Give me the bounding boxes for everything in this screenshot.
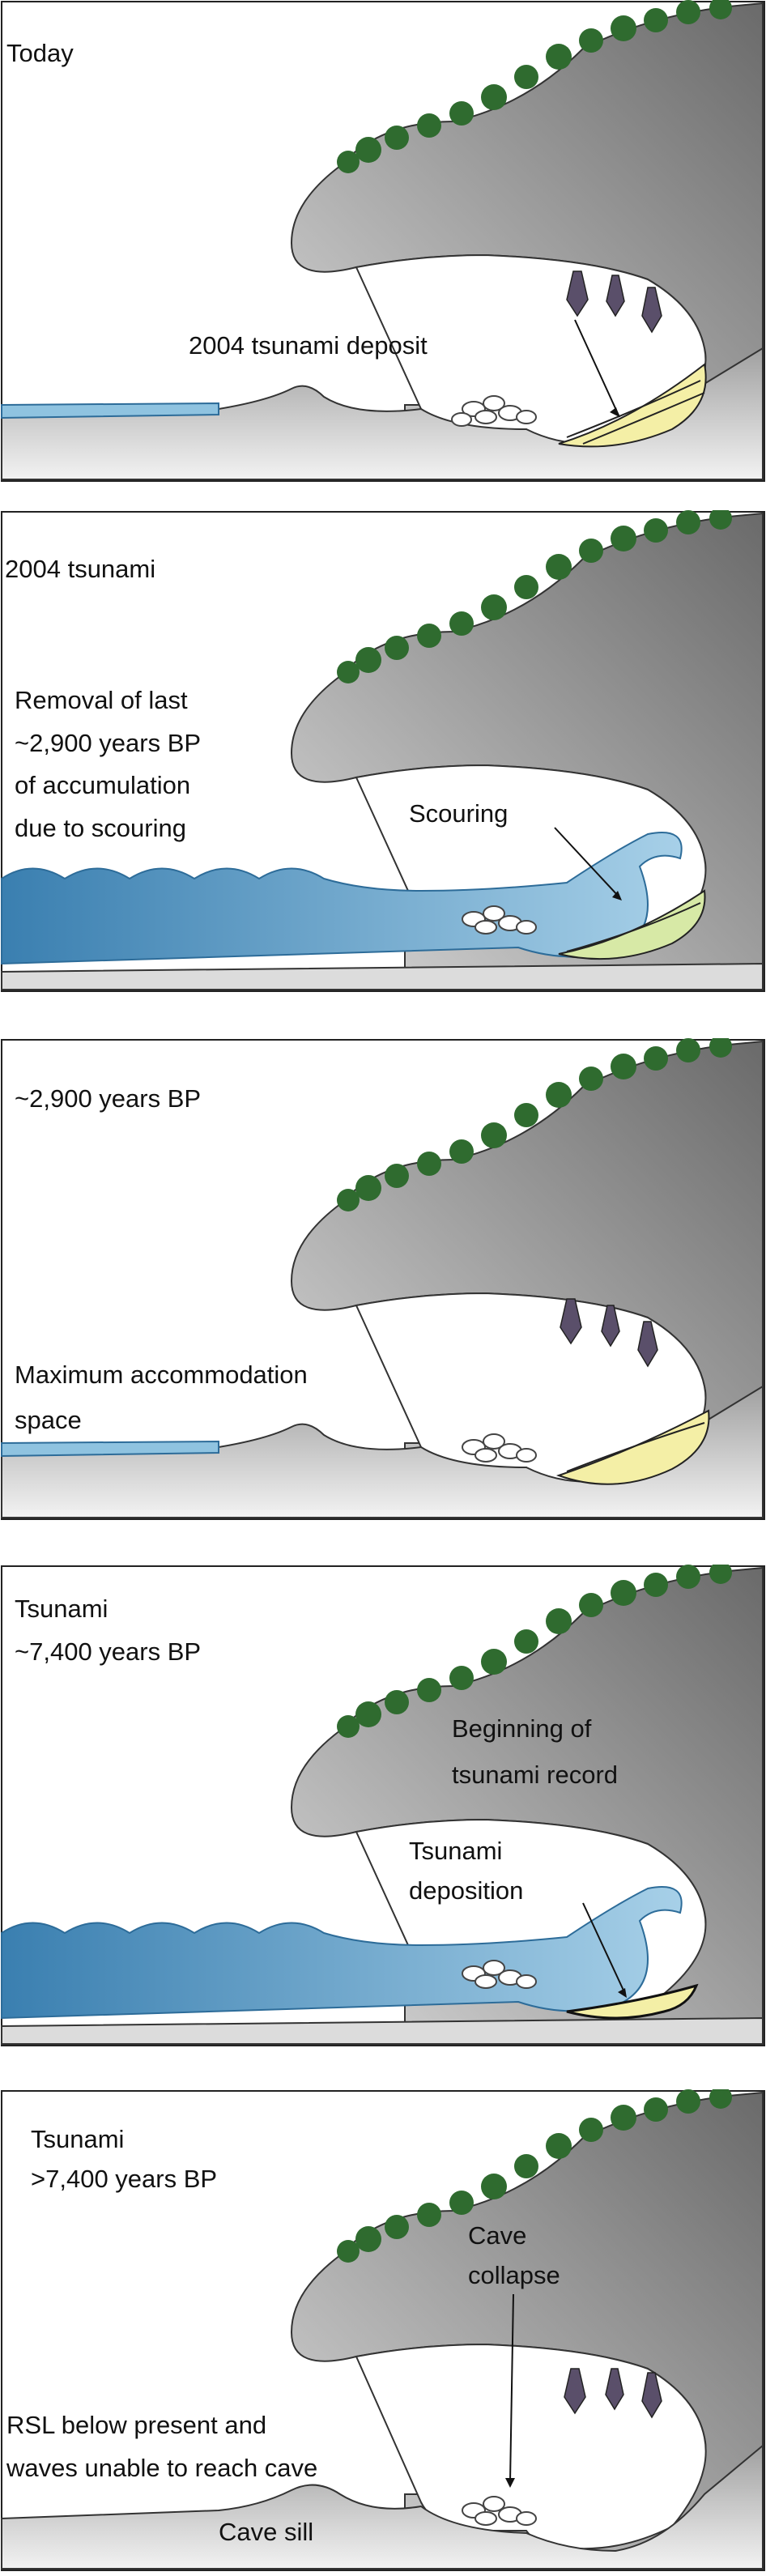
deposit-layer xyxy=(558,363,707,448)
trees xyxy=(337,0,732,173)
label-removal-1: Removal of last xyxy=(15,686,188,714)
label-2004-tsunami: 2004 tsunami xyxy=(5,555,155,583)
panel-today: Today 2004 tsunami deposit xyxy=(0,0,766,486)
panel-7400-bp: Tsunami ~7,400 years BP Beginning of tsu… xyxy=(0,1565,766,2050)
label-tsunami-record: tsunami record xyxy=(452,1761,618,1789)
panel-2004-tsunami: 2004 tsunami Removal of last ~2,900 year… xyxy=(0,510,766,996)
panel-gt7400-bp: Tsunami >7,400 years BP Cave collapse RS… xyxy=(0,2089,766,2575)
boulders xyxy=(462,1960,537,1989)
label-beginning: Beginning of xyxy=(452,1714,592,1743)
ground xyxy=(1,2443,764,2570)
label-tsunami: Tsunami xyxy=(15,1595,108,1623)
label-space: space xyxy=(15,1406,82,1434)
label-removal-4: due to scouring xyxy=(15,814,186,842)
trees xyxy=(337,1565,732,1738)
trees xyxy=(337,510,732,683)
bat-icon xyxy=(560,1298,658,1368)
pointer-arrow xyxy=(554,827,620,898)
label-gt7400-bp: >7,400 years BP xyxy=(31,2165,217,2193)
label-deposition: deposition xyxy=(409,1876,523,1905)
label-2004-deposit: 2004 tsunami deposit xyxy=(189,331,428,360)
label-max-accommodation: Maximum accommodation xyxy=(15,1360,308,1389)
deposit-layer xyxy=(555,1409,710,1485)
label-cave-sill: Cave sill xyxy=(219,2518,313,2546)
label-2900-bp: ~2,900 years BP xyxy=(15,1084,201,1113)
pointer-arrow xyxy=(582,1902,626,1995)
boulders xyxy=(451,395,537,427)
trees xyxy=(337,2089,732,2263)
boulders xyxy=(462,905,537,935)
label-tsunami: Tsunami xyxy=(31,2125,124,2153)
label-tsunami-2: Tsunami xyxy=(409,1837,502,1865)
label-cave: Cave xyxy=(468,2221,526,2250)
deposit-layer xyxy=(566,1983,699,2020)
pointer-arrow xyxy=(574,319,620,418)
label-removal-3: of accumulation xyxy=(15,771,190,799)
label-collapse: collapse xyxy=(468,2261,560,2289)
trees xyxy=(337,1038,732,1211)
label-rsl-2: waves unable to reach cave xyxy=(6,2454,317,2482)
bat-icon xyxy=(564,2368,662,2419)
label-scouring: Scouring xyxy=(409,799,508,828)
boulders xyxy=(462,2496,537,2526)
label-rsl-1: RSL below present and xyxy=(6,2411,266,2439)
sea-calm xyxy=(0,402,219,419)
bat-icon xyxy=(566,270,662,334)
panel-2900-bp: ~2,900 years BP Maximum accommodation sp… xyxy=(0,1038,766,1524)
label-removal-2: ~2,900 years BP xyxy=(15,729,201,757)
label-today: Today xyxy=(6,39,74,67)
ground xyxy=(1,962,764,990)
ground xyxy=(1,2016,764,2045)
label-7400-bp: ~7,400 years BP xyxy=(15,1637,201,1666)
pointer-arrow xyxy=(509,2293,514,2483)
sea-calm xyxy=(0,1440,219,1458)
boulders xyxy=(462,1433,537,1463)
